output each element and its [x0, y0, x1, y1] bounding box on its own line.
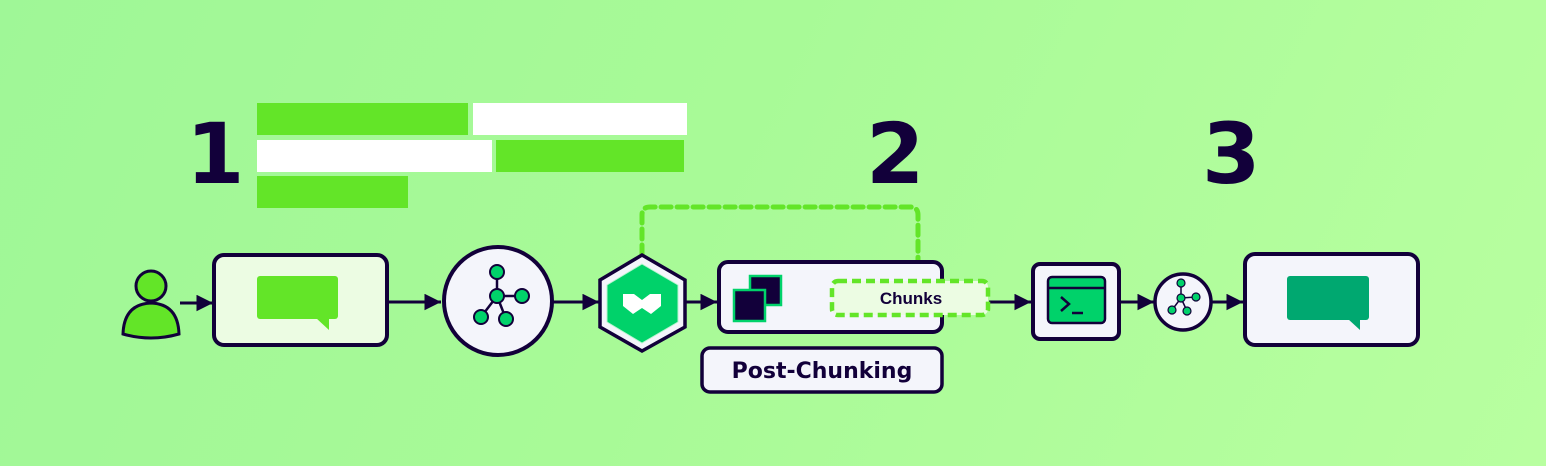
- weaviate-logo-icon: [623, 294, 661, 314]
- chunks-label: Chunks: [880, 289, 942, 308]
- terminal-icon: [1046, 275, 1107, 325]
- stacked-squares-icon: [732, 274, 783, 323]
- dashed-loop-connector: [639, 204, 921, 265]
- post-chunking-badge: Post-Chunking: [700, 346, 944, 394]
- vector-db-node: [598, 252, 687, 354]
- step-number-2: 2: [866, 105, 924, 203]
- graph-nodes-icon: [1167, 278, 1201, 316]
- embedding-node: [442, 245, 554, 357]
- post-chunking-label: Post-Chunking: [732, 359, 913, 384]
- text-bar: [257, 176, 408, 208]
- query-node: [212, 253, 389, 347]
- model-node: [1153, 272, 1213, 332]
- text-bar: [257, 140, 492, 172]
- step-number-3: 3: [1202, 105, 1260, 203]
- user-icon: [121, 269, 181, 340]
- chat-bubble-icon: [1287, 276, 1369, 330]
- text-placeholder-bars: [257, 103, 687, 208]
- text-bar: [496, 140, 684, 172]
- chunks-box: Chunks: [829, 278, 991, 318]
- connectors: [180, 293, 1243, 312]
- response-node: [1243, 252, 1420, 347]
- llm-terminal-node: [1031, 262, 1121, 341]
- chat-bubble-icon: [257, 276, 338, 330]
- text-bar: [473, 103, 687, 135]
- step-number-1: 1: [186, 105, 244, 203]
- graph-nodes-icon: [473, 264, 530, 327]
- text-bar: [257, 103, 468, 135]
